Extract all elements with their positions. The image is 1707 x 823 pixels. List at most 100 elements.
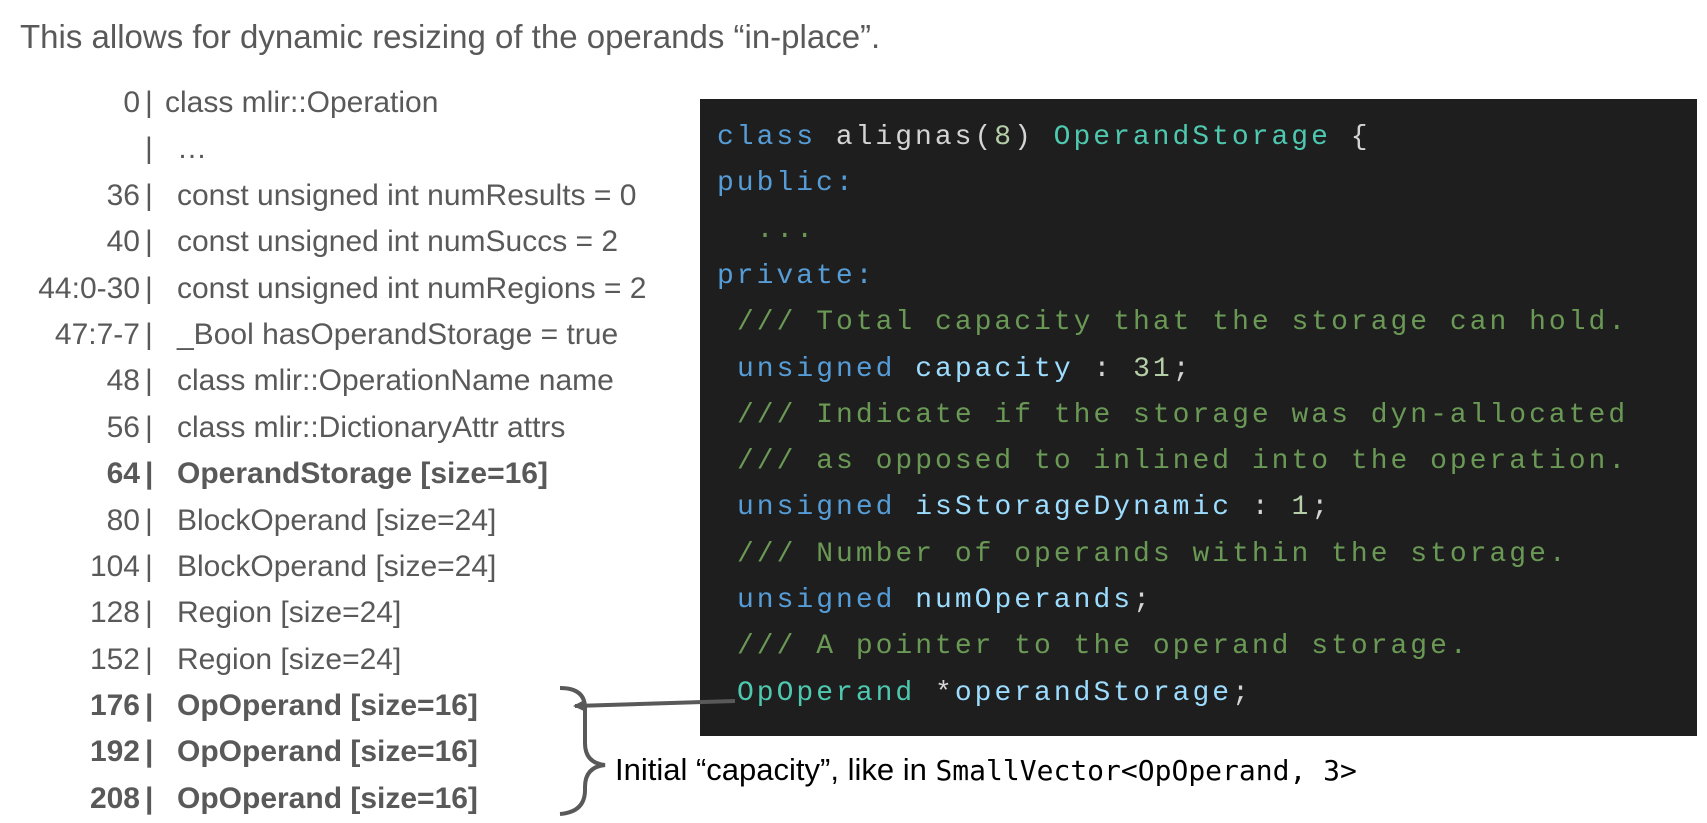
code-line: class alignas(8) OperandStorage { — [717, 115, 1371, 161]
code-token: unsigned — [737, 585, 916, 616]
pipe-separator: | — [145, 225, 153, 259]
curly-brace — [559, 686, 606, 816]
code-token: class — [717, 122, 836, 153]
field: Region [size=24] — [177, 642, 402, 676]
field: OpOperand [size=16] — [177, 781, 478, 815]
field: BlockOperand [size=24] — [177, 503, 497, 537]
offset: 0 — [123, 86, 140, 119]
code-token: ; — [1133, 585, 1153, 616]
layout-row: |… — [0, 126, 646, 172]
code-token: ; — [1311, 492, 1332, 524]
offset: 152 — [89, 642, 140, 676]
field: BlockOperand [size=24] — [177, 549, 497, 583]
layout-row: 47:7-7| _Bool hasOperandStorage = true — [0, 312, 646, 358]
memory-layout-listing: 0|class mlir::Operation|…36|const unsign… — [0, 80, 646, 822]
offset: 176 — [89, 689, 140, 723]
code-token: { — [1330, 122, 1371, 153]
code-token: /// A pointer to the operand storage. — [737, 631, 1470, 663]
code-token: : — [1073, 353, 1134, 385]
code-line: /// A pointer to the operand storage. — [737, 624, 1470, 670]
code-token: OperandStorage — [1053, 122, 1331, 153]
offset: 208 — [89, 781, 140, 815]
field: OpOperand [size=16] — [177, 735, 478, 769]
offset: 44:0-30 — [38, 271, 140, 305]
code-token: OpOperand — [737, 677, 936, 709]
code-token: /// Number of operands within the storag… — [737, 538, 1569, 570]
layout-row: 192|OpOperand [size=16] — [0, 729, 646, 775]
pipe-separator: | — [145, 642, 153, 676]
offset: 47:7-7 — [54, 317, 140, 351]
pipe-separator: | — [145, 410, 153, 444]
code-line: unsigned isStorageDynamic : 1; — [737, 485, 1331, 531]
code-token: ) — [1014, 122, 1054, 153]
code-token: unsigned — [737, 353, 916, 385]
code-token: unsigned — [737, 492, 916, 524]
pipe-separator: | — [145, 503, 153, 537]
code-token: private: — [717, 260, 876, 292]
capacity-note: Initial “capacity”, like in SmallVector<… — [615, 752, 1357, 788]
pipe-separator: | — [145, 457, 154, 491]
pipe-separator: | — [145, 781, 154, 815]
layout-row: 128|Region [size=24] — [0, 590, 646, 636]
code-token: /// Indicate if the storage was dyn-allo… — [737, 399, 1629, 431]
note-code: SmallVector<OpOperand, 3> — [935, 754, 1357, 787]
code-token: ; — [1172, 353, 1193, 385]
code-line: /// Indicate if the storage was dyn-allo… — [737, 393, 1628, 439]
pipe-separator: | — [145, 364, 153, 398]
layout-row: 48| class mlir::OperationName name — [0, 358, 646, 404]
pipe-separator: | — [145, 86, 153, 119]
field: const unsigned int numRegions = 2 — [177, 271, 647, 305]
field: class mlir::OperationName name — [177, 364, 614, 398]
arrow-to-opoperand — [573, 699, 736, 711]
code-token: isStorageDynamic — [915, 492, 1233, 524]
code-line: /// as opposed to inlined into the opera… — [737, 439, 1628, 485]
layout-row: 208| OpOperand [size=16] — [0, 776, 646, 822]
code-token: numOperands — [915, 585, 1134, 616]
pipe-separator: | — [145, 317, 153, 351]
offset: 48 — [106, 364, 140, 398]
code-block-operand-storage: class alignas(8) OperandStorage { public:… — [700, 99, 1697, 736]
code-token: * — [935, 677, 955, 709]
code-line: ... — [717, 208, 816, 254]
field: OperandStorage [size=16] — [177, 457, 548, 491]
offset: 104 — [89, 549, 140, 583]
offset: 56 — [106, 410, 140, 444]
layout-row: 152| Region [size=24] — [0, 637, 646, 683]
field: Region [size=24] — [177, 596, 402, 630]
layout-row: 56| class mlir::DictionaryAttr attrs — [0, 405, 646, 451]
offset: 128 — [89, 596, 140, 630]
layout-row: 80|BlockOperand [size=24] — [0, 498, 646, 544]
layout-row: 40|const unsigned int numSuccs = 2 — [0, 219, 646, 265]
code-token: operandStorage — [954, 677, 1233, 709]
note-prefix: Initial “capacity”, like in — [615, 752, 936, 787]
layout-row: 0|class mlir::Operation — [0, 80, 646, 126]
field: const unsigned int numResults = 0 — [177, 178, 637, 212]
code-line: /// Number of operands within the storag… — [737, 532, 1569, 578]
code-token: 1 — [1291, 492, 1312, 524]
pipe-separator: | — [145, 178, 153, 212]
layout-row: 44:0-30| const unsigned int numRegions = … — [0, 266, 646, 312]
code-line: OpOperand *operandStorage; — [737, 671, 1252, 717]
code-token: alignas( — [835, 122, 995, 153]
pipe-separator: | — [145, 549, 153, 583]
code-token: : — [1232, 492, 1292, 524]
slide-title: This allows for dynamic resizing of the … — [20, 18, 881, 55]
offset: 36 — [106, 178, 140, 212]
field: class mlir::DictionaryAttr attrs — [177, 410, 566, 444]
code-token: public: — [717, 168, 856, 200]
code-token: 8 — [994, 122, 1015, 153]
code-token: /// Total capacity that the storage can … — [737, 307, 1629, 339]
field: … — [177, 132, 207, 166]
code-token: ... — [717, 214, 817, 246]
code-line: unsigned capacity : 31; — [737, 347, 1193, 393]
pipe-separator: | — [145, 735, 154, 769]
code-token: ; — [1232, 677, 1252, 709]
pipe-separator: | — [145, 271, 153, 305]
field: _Bool hasOperandStorage = true — [177, 317, 619, 351]
field: const unsigned int numSuccs = 2 — [177, 225, 619, 259]
code-line: /// Total capacity that the storage can … — [737, 300, 1628, 346]
layout-row: 104| BlockOperand [size=24] — [0, 544, 646, 590]
offset: 64 — [106, 457, 140, 491]
pipe-separator: | — [145, 132, 153, 166]
